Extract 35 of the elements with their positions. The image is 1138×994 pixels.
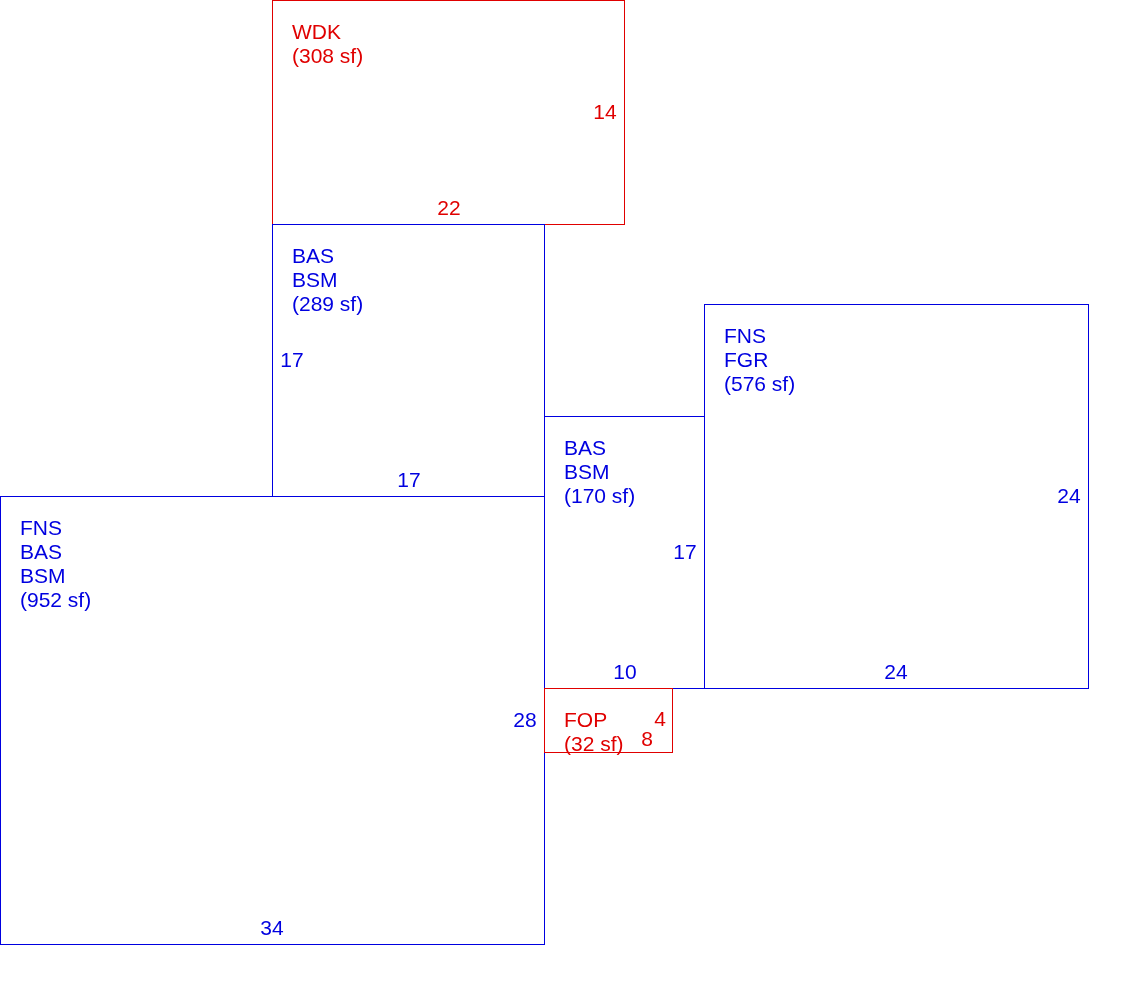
dimension-label: 8: [641, 728, 653, 750]
dimension-label: 22: [437, 197, 461, 219]
area-label: (576 sf): [724, 372, 796, 396]
area-label: (170 sf): [564, 484, 636, 508]
area-label: FNS: [724, 324, 767, 348]
dimension-label: 24: [1057, 485, 1081, 507]
dimension-label: 4: [654, 708, 666, 730]
area-label: BSM: [20, 564, 67, 588]
area-label: FOP: [564, 708, 609, 732]
area-outline: [272, 0, 625, 225]
dimension-label: 24: [884, 661, 908, 683]
dimension-label: 17: [397, 469, 421, 491]
area-label: (308 sf): [292, 44, 364, 68]
dimension-label: 28: [513, 709, 537, 731]
area-outline: [0, 496, 545, 945]
area-label: (289 sf): [292, 292, 364, 316]
dimension-label: 10: [613, 661, 637, 683]
dimension-label: 14: [593, 101, 617, 123]
dimension-label: 34: [260, 917, 284, 939]
area-outline: [704, 304, 1089, 689]
area-label: BAS: [20, 540, 64, 564]
area-outline: [272, 224, 545, 497]
area-label: BSM: [564, 460, 611, 484]
area-label: FNS: [20, 516, 63, 540]
dimension-label: 17: [673, 541, 697, 563]
area-outline: [544, 688, 673, 753]
dimension-label: 17: [280, 349, 304, 371]
area-label: (32 sf): [564, 732, 624, 756]
area-outline: [544, 416, 705, 689]
area-label: BAS: [564, 436, 608, 460]
area-label: BAS: [292, 244, 336, 268]
area-label: WDK: [292, 20, 342, 44]
area-label: (952 sf): [20, 588, 92, 612]
area-label: FGR: [724, 348, 770, 372]
area-label: BSM: [292, 268, 339, 292]
